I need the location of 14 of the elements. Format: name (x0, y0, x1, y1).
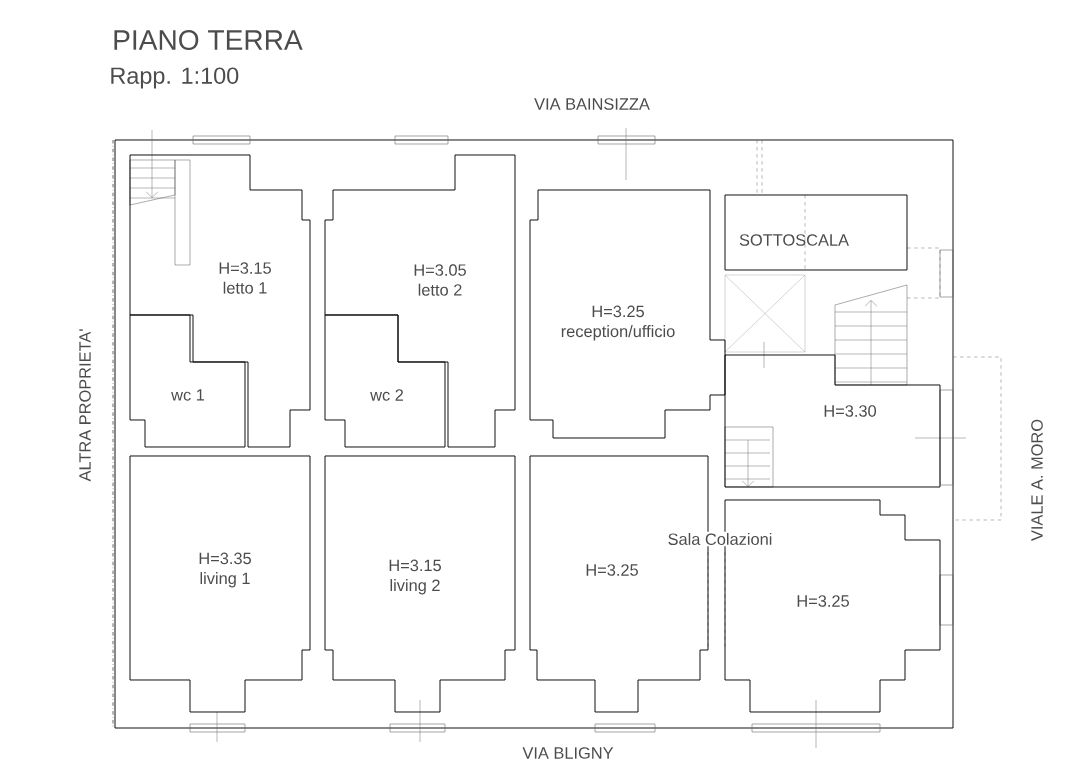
room: wc 1 (129, 314, 246, 448)
room: H=3.35 living 1 (129, 455, 311, 713)
plan-title: PIANO TERRA (114, 30, 303, 50)
label: Rapp. 1:100 (108, 66, 241, 90)
room: H=3.25 reception/ufficio (529, 189, 726, 439)
room: wc 2 (324, 314, 446, 448)
label: VIA BLIGNY (521, 746, 615, 760)
label: VIALE A. MORO (1030, 417, 1044, 543)
room: SOTTOSCALA (724, 194, 908, 271)
room: H=3.30 (724, 354, 941, 488)
label: Sala Colazioni (666, 531, 774, 547)
label: VIA BAINSIZZA (532, 97, 652, 111)
label: ALTRA PROPRIETA' (78, 327, 92, 483)
room: H=3.15 living 2 (324, 455, 516, 713)
